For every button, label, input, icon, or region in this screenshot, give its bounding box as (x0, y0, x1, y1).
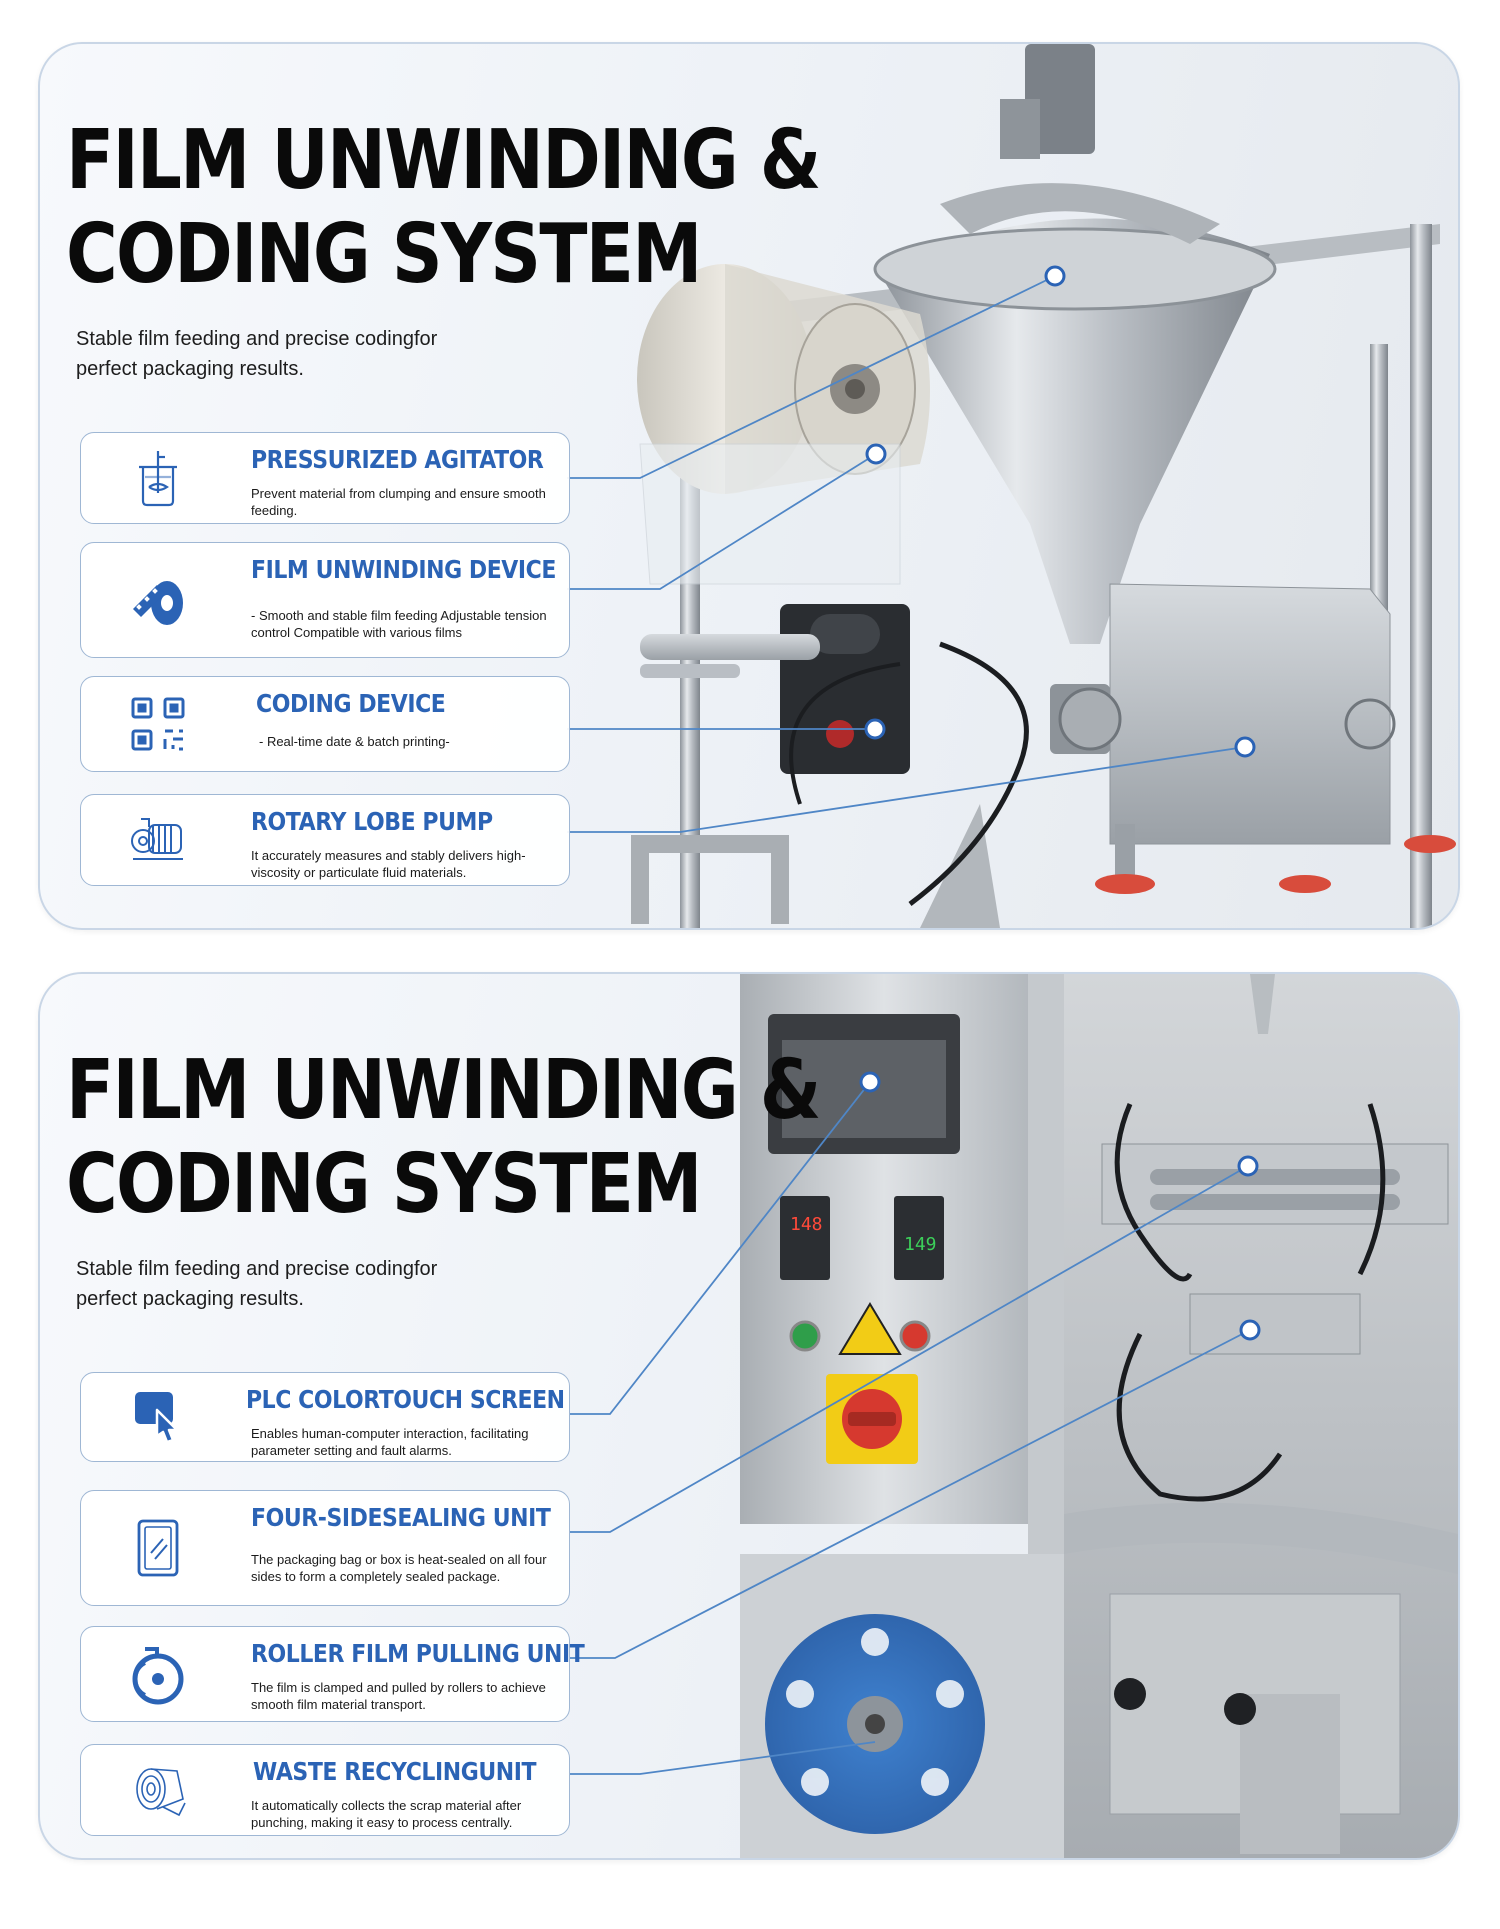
feature-card-film-unwinding: FILM UNWINDING DEVICE - Smooth and stabl… (80, 542, 570, 658)
title-line-1: FILM UNWINDING & (66, 1043, 821, 1138)
feature-description: It automatically collects the scrap mate… (251, 1798, 522, 1830)
title-line-2: CODING SYSTEM (66, 207, 702, 302)
feature-description: It accurately measures and stably delive… (251, 848, 526, 880)
panel-title: FILM UNWINDING & CODING SYSTEM (66, 1043, 821, 1232)
subtitle-line-1: Stable film feeding and precise codingfo… (76, 328, 438, 350)
leader-line-roller (570, 1329, 1251, 1659)
leader-line-pump (567, 746, 1246, 833)
feature-description: - Smooth and stable film feeding Adjusta… (251, 608, 547, 640)
feature-title: FILM UNWINDING DEVICE (251, 555, 556, 584)
beaker-agitator-icon (127, 447, 189, 509)
leader-line-waste (570, 1741, 876, 1775)
sealed-pouch-icon (127, 1517, 189, 1579)
pump-motor-icon (127, 809, 189, 871)
bottom-feature-panel: 148 149 (38, 972, 1460, 1860)
leader-line-agitator (567, 275, 1056, 479)
panel-subtitle: Stable film feeding and precise codingfo… (76, 324, 536, 384)
temperature-display-right: 149 (904, 1234, 937, 1255)
feature-description: - Real-time date & batch printing- (259, 734, 450, 749)
feature-card-roller-film-pulling-unit: ROLLER FILM PULLING UNIT The film is cla… (80, 1626, 585, 1722)
subtitle-line-2: perfect packaging results. (76, 358, 304, 380)
feature-title: ROLLER FILM PULLING UNIT (251, 1639, 585, 1668)
feature-title: WASTE RECYCLINGUNIT (253, 1757, 537, 1786)
feature-description: The packaging bag or box is heat-sealed … (251, 1552, 547, 1584)
feature-card-rotary-lobe-pump: ROTARY LOBE PUMP It accurately measures … (80, 794, 570, 886)
waste-roll-icon (127, 1759, 189, 1821)
feature-title: FOUR-SIDESEALING UNIT (251, 1503, 551, 1532)
feature-description: The film is clamped and pulled by roller… (251, 1680, 546, 1712)
subtitle-line-1: Stable film feeding and precise codingfo… (76, 1258, 438, 1280)
feature-description: Enables human-computer interaction, faci… (251, 1426, 529, 1458)
machine-photo-control: 148 149 (570, 974, 1458, 1858)
qr-code-icon (127, 693, 189, 755)
feature-card-plc-colortouch-screen: PLC COLORTOUCH SCREEN Enables human-comp… (80, 1372, 570, 1462)
panel-subtitle: Stable film feeding and precise codingfo… (76, 1254, 536, 1314)
feature-description: Prevent material from clumping and ensur… (251, 486, 546, 518)
feature-card-coding-device: CODING DEVICE - Real-time date & batch p… (80, 676, 570, 772)
temperature-display-left: 148 (790, 1214, 823, 1235)
title-line-2: CODING SYSTEM (66, 1137, 702, 1232)
subtitle-line-2: perfect packaging results. (76, 1288, 304, 1310)
touch-screen-icon (127, 1386, 189, 1448)
feature-card-four-side-sealing-unit: FOUR-SIDESEALING UNIT The packaging bag … (80, 1490, 570, 1606)
leader-line-film-unwinding (567, 453, 877, 590)
feature-title: PRESSURIZED AGITATOR (251, 445, 544, 474)
top-feature-panel: FILM UNWINDING & CODING SYSTEM Stable fi… (38, 42, 1460, 930)
feature-title: PLC COLORTOUCH SCREEN (246, 1385, 565, 1414)
roller-wheel-icon (127, 1643, 189, 1705)
leader-line-sealing (570, 1165, 1249, 1533)
machine-photo-filler (567, 44, 1456, 928)
feature-title: CODING DEVICE (256, 689, 446, 718)
leader-line-plc-screen (570, 1081, 871, 1415)
feature-card-waste-recycling-unit: WASTE RECYCLINGUNIT It automatically col… (80, 1744, 570, 1836)
title-line-1: FILM UNWINDING & (66, 113, 821, 208)
film-roll-icon (127, 569, 189, 631)
panel-title: FILM UNWINDING & CODING SYSTEM (66, 113, 821, 302)
feature-title: ROTARY LOBE PUMP (251, 807, 493, 836)
feature-card-pressurized-agitator: PRESSURIZED AGITATOR Prevent material fr… (80, 432, 570, 524)
